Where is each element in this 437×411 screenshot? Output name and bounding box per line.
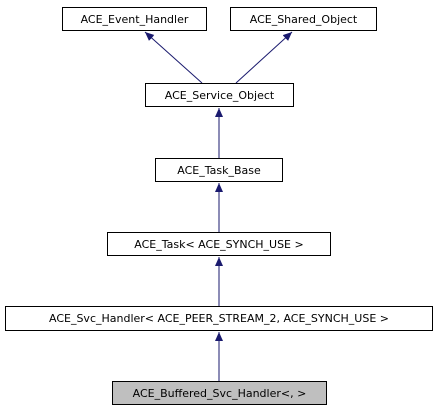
node-ace-svc-handler[interactable]: ACE_Svc_Handler< ACE_PEER_STREAM_2, ACE_… — [5, 306, 433, 331]
node-ace-event-handler[interactable]: ACE_Event_Handler — [62, 7, 207, 31]
node-ace-shared-object[interactable]: ACE_Shared_Object — [230, 7, 377, 31]
edge-service-to-event-handler — [144, 31, 203, 84]
node-ace-task-base[interactable]: ACE_Task_Base — [155, 158, 283, 182]
edge-service-to-shared-object — [235, 31, 293, 84]
node-ace-task[interactable]: ACE_Task< ACE_SYNCH_USE > — [107, 232, 331, 256]
node-ace-buffered-svc-handler: ACE_Buffered_Svc_Handler<, > — [112, 381, 327, 405]
node-ace-service-object[interactable]: ACE_Service_Object — [145, 83, 294, 107]
